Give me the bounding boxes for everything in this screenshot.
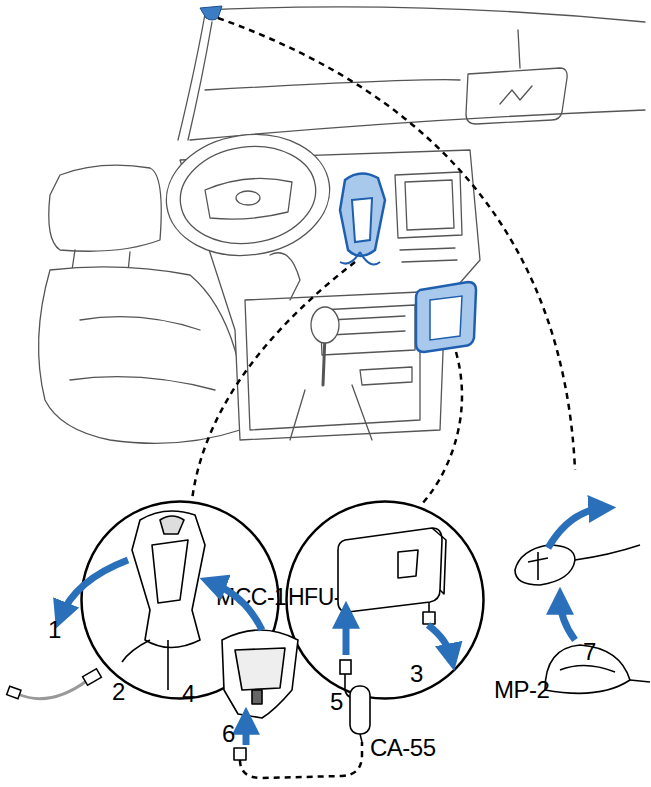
callout-number: 6 [222,722,235,746]
dashed-cable [240,742,362,778]
callout-number: 1 [48,618,61,642]
hfu-cable [428,602,430,612]
gear-knob [311,307,339,343]
antenna-cable [18,680,88,699]
seat-back [39,267,244,443]
holder-mcc [132,511,205,648]
mirror-glare [500,86,532,104]
horn-logo [236,191,260,205]
display [395,172,462,238]
gear-boot [290,385,372,440]
desk-stand [222,630,298,760]
mirror-stem [518,30,520,68]
steering-wheel [158,124,337,266]
dashed-leader [192,262,355,500]
radio-slot [330,316,405,335]
microphone-mp2 [515,545,650,693]
holder-mcc [122,511,205,690]
desk-stand [222,630,298,718]
hfu-logo [398,550,418,578]
holder-cable [122,640,150,662]
hfu-unit [338,528,442,612]
microphone-cable [630,680,650,682]
steering-wheel [174,138,322,252]
steering-column [270,253,300,300]
roof-line [205,7,645,22]
dashed-leader [420,352,462,506]
climate-panel [360,367,412,385]
hfu-unit [338,528,446,624]
installed-parts [200,6,476,352]
desk-stand [252,690,262,704]
mounting-arrow [428,625,452,660]
microphone-cable [575,545,640,560]
part-name: MCC-1 [216,586,286,609]
mounting-arrow [60,560,128,618]
microphone-mp2 [545,645,630,693]
holder-mcc [160,516,184,534]
desk-stand [235,648,285,690]
microphone-mp2 [560,665,615,672]
dashed-leader [218,18,575,470]
vent [400,248,457,262]
mounting-arrow [343,612,350,655]
callout-number: 5 [330,690,343,714]
cable-ca55 [340,660,370,742]
hfu-installed [430,296,462,340]
holder-cable [340,252,380,264]
hfu-unit [432,528,446,594]
display [405,180,454,230]
cable-ca55-box [350,686,370,734]
circle-outline [287,502,484,699]
antenna-cable [7,669,102,699]
mounting-arrow [243,718,250,745]
mounting-arrow [210,582,262,630]
steering-hub [205,178,292,219]
part-name: MP-2 [494,678,549,702]
connector [340,660,351,674]
part-name: HFU-2 [288,586,353,609]
connector [423,612,435,624]
part-name: CA-55 [370,736,436,760]
cable-ca55 [345,674,352,698]
holder-mcc [152,540,188,603]
a-pillar [188,22,212,140]
car-cabin [39,7,645,443]
holder-installed [340,173,385,256]
callout-number: 2 [112,680,125,704]
a-pillar [178,14,205,140]
connector [234,748,246,760]
center-console [245,292,420,430]
microphone-mp2 [515,545,575,585]
cable-ca55 [360,734,362,742]
connector [7,686,21,699]
callout-circle: MCC-1 [80,500,280,700]
seat-seam [70,317,215,390]
hfu-installed [416,282,476,352]
mounting-arrow [548,508,605,548]
holder-cable [167,640,169,690]
mounting-arrow [60,508,605,745]
holder-installed [352,198,372,242]
headrest [49,165,162,251]
connector [83,669,102,686]
microphone-mp2 [528,552,548,580]
callout-circle: HFU-2 [285,500,485,700]
windshield-edge [205,80,460,90]
callout-number: 7 [583,640,596,664]
mounting-arrow [560,598,575,640]
